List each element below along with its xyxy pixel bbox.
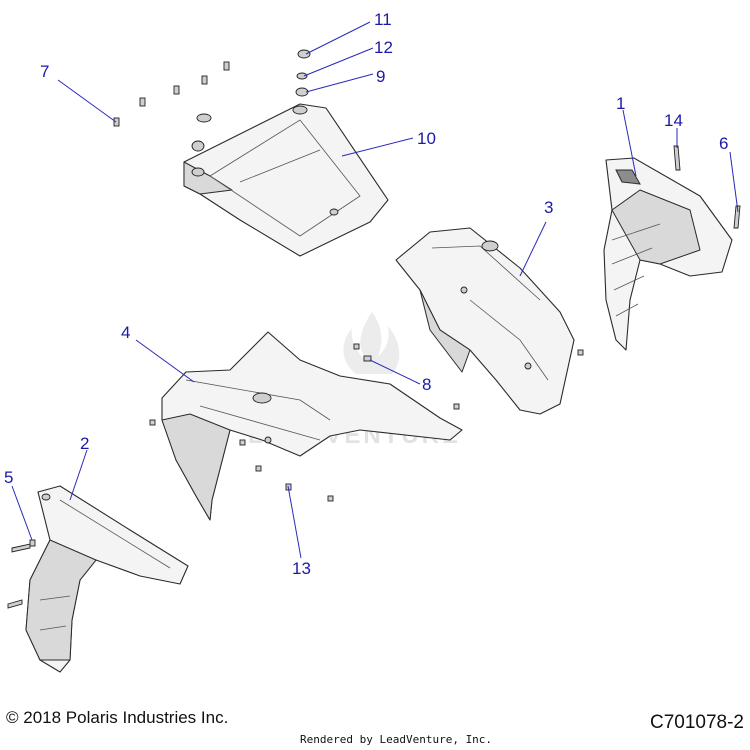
callout-7: 7 bbox=[40, 62, 49, 81]
part-10-panel bbox=[183, 103, 389, 257]
watermark-flame-icon bbox=[343, 312, 400, 374]
part-3-fender bbox=[395, 227, 575, 415]
part-2-fender bbox=[25, 485, 189, 673]
callout-3: 3 bbox=[544, 198, 553, 217]
callout-13: 13 bbox=[292, 559, 311, 578]
leader-lines bbox=[11, 21, 739, 559]
diagram-id: C701078-2 bbox=[649, 712, 744, 733]
callout-1: 1 bbox=[616, 94, 625, 113]
callout-2: 2 bbox=[80, 434, 89, 453]
copyright-notice: © 2018 Polaris Industries Inc. bbox=[6, 708, 229, 727]
callout-8: 8 bbox=[422, 375, 431, 394]
callout-11: 11 bbox=[374, 10, 392, 29]
callout-10: 10 bbox=[417, 129, 436, 148]
callout-14: 14 bbox=[664, 111, 683, 130]
callout-4: 4 bbox=[121, 323, 130, 342]
part-1-fender bbox=[603, 157, 733, 351]
rendered-by-credit: Rendered by LeadVenture, Inc. bbox=[300, 733, 493, 746]
callout-9: 9 bbox=[376, 67, 385, 86]
callout-5: 5 bbox=[4, 468, 13, 487]
part-4-fender bbox=[161, 331, 463, 521]
callout-12: 12 bbox=[374, 38, 393, 57]
callout-numbers: 1 2 3 4 5 6 7 8 9 10 11 12 13 14 bbox=[4, 10, 728, 578]
callout-6: 6 bbox=[719, 134, 728, 153]
